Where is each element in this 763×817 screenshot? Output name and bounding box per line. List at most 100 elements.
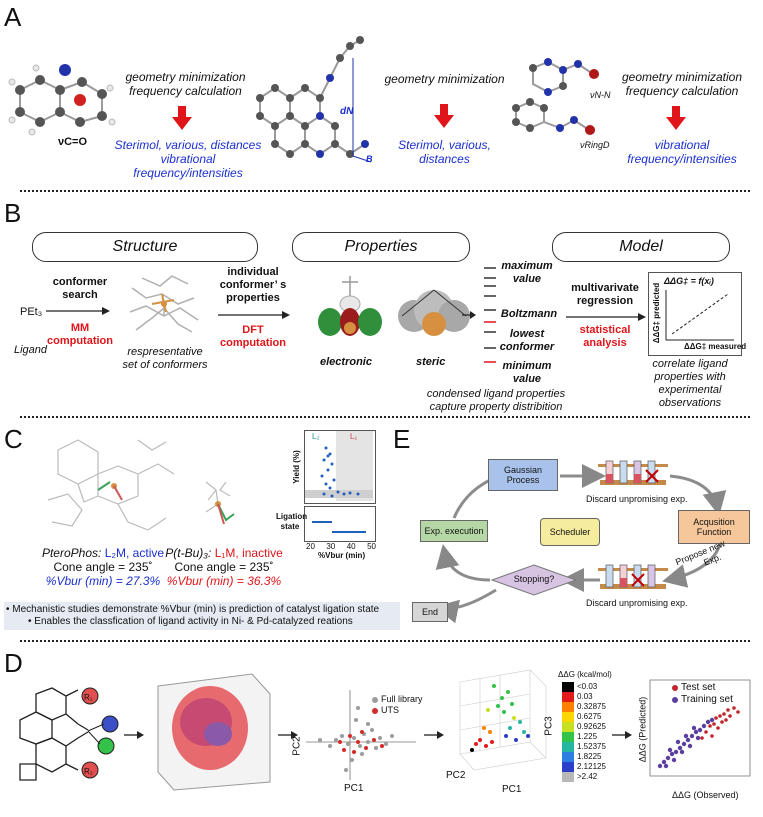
cond-line2: capture property distribition bbox=[429, 401, 563, 413]
pc2-label: PC2 bbox=[291, 736, 303, 756]
step1-line2: frequency calculation bbox=[129, 84, 242, 98]
acq-line2: Function bbox=[696, 527, 732, 537]
color-scale-label: 1.8225 bbox=[577, 752, 602, 761]
down-arrow-icon bbox=[434, 104, 454, 128]
step3-text: geometry minimization frequency calculat… bbox=[612, 70, 752, 98]
correlate-text: correlate ligand properties with experim… bbox=[626, 358, 754, 410]
color-scale-entry: 1.8225 bbox=[562, 752, 606, 762]
stopping-diamond bbox=[490, 564, 578, 596]
legend-red-swatch bbox=[372, 707, 378, 714]
corr-line4: observations bbox=[658, 397, 722, 409]
maximum-value-text: maximum value bbox=[498, 260, 556, 286]
mm-computation-text: MM computation bbox=[40, 322, 120, 348]
arrow-right-icon bbox=[46, 307, 110, 315]
ind-line1: individual bbox=[227, 266, 279, 278]
model-x-axis-label: ΔΔG‡ measured bbox=[684, 342, 747, 351]
max-line2: value bbox=[512, 273, 542, 285]
color-scale-entry: >2.42 bbox=[562, 772, 606, 782]
separator bbox=[20, 416, 750, 418]
low-line1: lowest bbox=[509, 328, 545, 340]
output2-line2: distances bbox=[419, 152, 470, 166]
statistical-analysis-text: statistical analysis bbox=[560, 324, 650, 350]
parity-y-axis-label: ΔΔG (Predicted) bbox=[637, 696, 648, 763]
legend-uts: UTS bbox=[372, 705, 399, 716]
vbur-axis-label: %Vbur (min) bbox=[318, 551, 366, 560]
color-scale-swatch bbox=[562, 682, 574, 692]
color-scale-entry: 0.6275 bbox=[562, 712, 606, 722]
output2-line1: Sterimol, various, bbox=[398, 138, 491, 152]
ligand-label: Ligand bbox=[14, 344, 48, 356]
model-equation: ΔΔG‡ = f(xᵢ) bbox=[664, 276, 714, 286]
color-scale-swatch bbox=[562, 762, 574, 772]
pterophos-vbur: %Vbur (min) = 27.3% bbox=[45, 574, 161, 588]
arrow-right-icon bbox=[462, 311, 476, 319]
step1-line1: geometry minimization bbox=[125, 70, 246, 84]
conformer-search-text: conformer search bbox=[40, 276, 120, 302]
color-scale-swatch bbox=[562, 772, 574, 782]
arrow-right-icon bbox=[612, 731, 632, 739]
condensed-properties-text: condensed ligand properties capture prop… bbox=[396, 388, 596, 414]
multivariate-regression-text: multivarivate regression bbox=[560, 282, 650, 308]
color-scale-swatch bbox=[562, 752, 574, 762]
acq-line1: Acqusition bbox=[693, 517, 735, 527]
individual-properties-text: individual conformer’ s properties bbox=[208, 266, 298, 305]
minimum-value-text: minimum value bbox=[498, 360, 556, 386]
down-arrow-icon bbox=[666, 106, 686, 130]
pterophos-structure-image bbox=[47, 439, 175, 531]
l1-label: L₁ bbox=[350, 432, 358, 441]
parity-plot bbox=[649, 679, 751, 777]
low-line2: conformer bbox=[499, 341, 555, 353]
color-scale-label: <0.03 bbox=[577, 682, 598, 691]
pc1-label: PC1 bbox=[344, 783, 364, 794]
color-scale-entry: 0.32875 bbox=[562, 702, 606, 712]
down-arrow-icon bbox=[172, 106, 192, 130]
molecule-carbonyl-image bbox=[8, 64, 116, 136]
color-scale-swatch bbox=[562, 712, 574, 722]
conformer-ensemble-image bbox=[129, 275, 199, 333]
ptbu3-cone: Cone angle = 235˚ bbox=[174, 560, 274, 574]
legend-training-set: Training set bbox=[672, 694, 733, 706]
model-axes bbox=[665, 290, 734, 341]
carbonyl-label: νC=O bbox=[58, 136, 88, 148]
legend-train-swatch bbox=[672, 697, 678, 703]
color-scale-label: 0.92625 bbox=[577, 722, 606, 731]
l2-label: L₂ bbox=[312, 432, 320, 441]
pet3-label: PEt₃ bbox=[20, 306, 43, 318]
model-y-axis-label: ΔΔG‡ predicted bbox=[652, 282, 661, 344]
rep-line1: respresentative bbox=[127, 346, 203, 358]
color-scale-swatch bbox=[562, 732, 574, 742]
yield-baseline-band bbox=[305, 490, 373, 498]
arrow-right-icon bbox=[566, 313, 646, 321]
properties-pill: Properties bbox=[292, 232, 470, 262]
color-scale-entry: 1.52375 bbox=[562, 742, 606, 752]
conclusion-bullet-1: • Mechanistic studies demonstrate %Vbur … bbox=[6, 604, 380, 615]
legend-uts-text: UTS bbox=[381, 705, 399, 715]
step2-text: geometry minimization bbox=[384, 72, 505, 86]
arrow-right-icon bbox=[424, 731, 444, 739]
step3-line2: frequency calculation bbox=[625, 84, 739, 98]
yield-scatter-points bbox=[312, 446, 366, 533]
property-distribution-bars bbox=[484, 267, 496, 363]
molecule-ring-image bbox=[512, 58, 599, 135]
arrow-right-icon bbox=[218, 311, 290, 319]
dft-line2: computation bbox=[220, 337, 286, 349]
mvr-line1: multivarivate bbox=[571, 282, 639, 294]
pterophos-name: PteroPhos: bbox=[41, 546, 102, 560]
color-scale-swatch bbox=[562, 702, 574, 712]
panel-label-d: D bbox=[4, 648, 23, 678]
library-cube-image bbox=[157, 673, 271, 791]
color-scale-label: 1.225 bbox=[577, 732, 598, 741]
r2-label: R₂ bbox=[84, 767, 93, 776]
b-label: B bbox=[366, 154, 373, 164]
r1-label: R₁ bbox=[84, 693, 93, 702]
representative-text: respresentative set of conformers bbox=[110, 346, 220, 372]
step1-text: geometry minimization frequency calculat… bbox=[118, 70, 253, 98]
color-scale-label: 0.32875 bbox=[577, 702, 606, 711]
separator bbox=[20, 190, 750, 192]
stat-line2: analysis bbox=[583, 337, 627, 349]
min-line2: value bbox=[512, 373, 542, 385]
pc2-3d-label: PC2 bbox=[446, 770, 466, 781]
stat-line1: statistical bbox=[579, 324, 631, 336]
